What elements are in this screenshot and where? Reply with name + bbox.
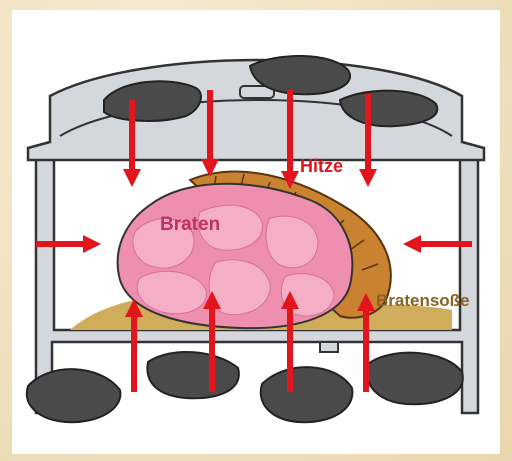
roast-label: Braten [160, 214, 220, 235]
bottom-coals [27, 352, 463, 422]
charcoal-briquette-icon [27, 369, 121, 422]
charcoal-briquette-icon [367, 353, 463, 405]
pot-leg-center [320, 342, 338, 352]
charcoal-briquette-icon [147, 352, 238, 398]
gravy-label: Bratensoße [376, 291, 470, 310]
heat-label: Hitze [300, 156, 343, 176]
charcoal-briquette-icon [261, 367, 353, 422]
